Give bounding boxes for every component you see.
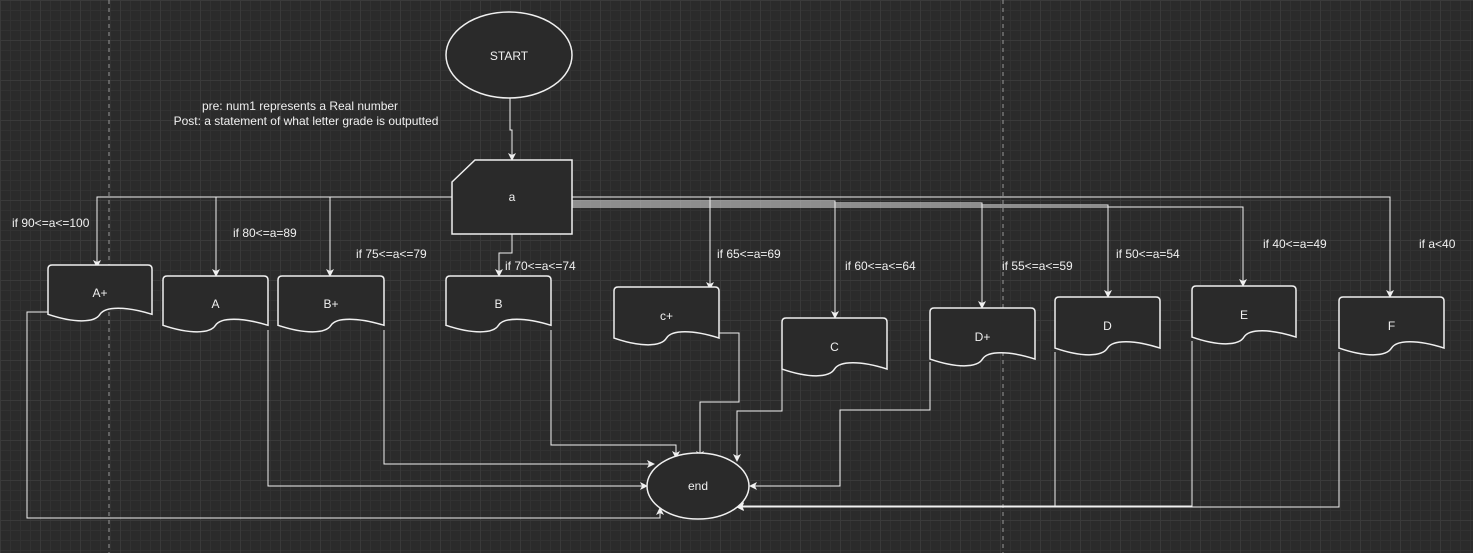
end-connectors — [26, 311, 1340, 519]
output-c-label: C — [830, 340, 839, 354]
connector-f-to-end — [736, 352, 1340, 511]
output-b[interactable]: B — [445, 275, 552, 333]
connector-c-plus — [572, 196, 714, 290]
condition-label: if 40<=a=49 — [1263, 237, 1327, 251]
connector-a-plus — [93, 196, 452, 268]
output-b-plus[interactable]: B+ — [277, 275, 385, 333]
output-a-label: A — [211, 297, 219, 311]
connector-d-plus-to-end — [749, 362, 931, 490]
connector-d-plus — [572, 202, 986, 309]
connector-c — [572, 200, 839, 319]
connector-a-to-end — [267, 330, 648, 490]
output-c-plus[interactable]: c+ — [613, 286, 720, 346]
postcondition-text: Post: a statement of what letter grade i… — [174, 114, 439, 128]
output-c-plus-label: c+ — [660, 309, 673, 323]
connector-d-to-end — [736, 352, 1056, 511]
output-a-plus[interactable]: A+ — [47, 264, 153, 322]
precondition-text: pre: num1 represents a Real number — [202, 99, 398, 113]
branch-conditions: if 90<=a<=100 if 80<=a=89 if 75<=a<=79 if 7… — [12, 216, 1456, 273]
condition-label: if 90<=a<=100 — [12, 216, 90, 230]
output-e[interactable]: E — [1191, 285, 1297, 345]
end-label: end — [688, 479, 708, 493]
condition-label: if 60<=a<=64 — [845, 259, 916, 273]
output-d[interactable]: D — [1054, 296, 1161, 356]
connector-d — [572, 204, 1112, 298]
output-d-label: D — [1103, 319, 1112, 333]
connector-c-to-end — [733, 362, 783, 462]
connector-e — [572, 206, 1247, 287]
start-node[interactable]: START — [445, 11, 573, 99]
output-f-label: F — [1388, 319, 1395, 333]
connector-b-plus-to-end — [383, 330, 655, 468]
input-node[interactable]: a — [451, 159, 573, 235]
start-label: START — [490, 49, 529, 63]
condition-label: if 55<=a<=59 — [1002, 259, 1073, 273]
output-d-plus[interactable]: D+ — [929, 307, 1036, 367]
condition-label: if 50<=a=54 — [1116, 247, 1180, 261]
condition-label: if 65<=a=69 — [717, 247, 781, 261]
connector-start-to-input — [508, 98, 516, 161]
condition-label: if 70<=a<=74 — [505, 259, 576, 273]
output-b-label: B — [494, 297, 502, 311]
output-d-plus-label: D+ — [975, 330, 991, 344]
end-node[interactable]: end — [646, 452, 750, 520]
output-f[interactable]: F — [1338, 296, 1445, 356]
connector-a-plus-to-end — [26, 311, 664, 519]
output-c[interactable]: C — [781, 317, 888, 377]
connector-e-to-end — [736, 341, 1193, 510]
output-b-plus-label: B+ — [323, 297, 338, 311]
output-documents: A+ A B+ Bc+ C D+ D E F — [47, 264, 1445, 377]
connector-f — [572, 196, 1394, 298]
connector-b-to-end — [550, 330, 680, 459]
output-a[interactable]: A — [162, 275, 269, 333]
condition-label: if 75<=a<=79 — [356, 247, 427, 261]
connector-c-plus-to-end — [696, 332, 740, 459]
condition-label: if a<40 — [1419, 237, 1456, 251]
branch-connectors — [93, 98, 1394, 319]
input-label: a — [509, 190, 516, 204]
pre-post-note: pre: num1 represents a Real number Post:… — [174, 99, 439, 128]
output-a-plus-label: A+ — [92, 286, 107, 300]
connector-b — [495, 234, 513, 277]
output-e-label: E — [1240, 308, 1248, 322]
condition-label: if 80<=a=89 — [233, 226, 297, 240]
